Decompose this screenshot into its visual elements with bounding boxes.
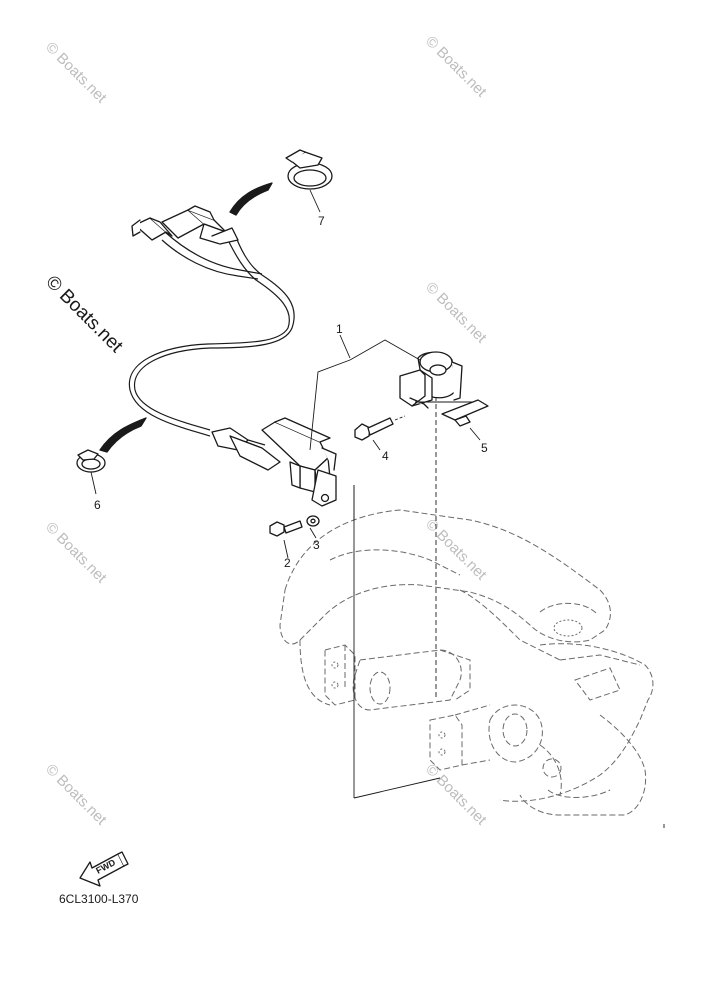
bolt-2 [269,520,303,559]
watermark-2: © Boats.net [422,33,490,101]
clamp-6 [76,449,106,495]
wiring-harness [128,231,295,437]
watermark-6: © Boats.net [42,761,110,829]
bolt-4 [354,415,406,451]
bracket-5 [441,399,489,441]
callout-3: 3 [313,538,320,552]
washer-3 [306,515,320,539]
watermark-1: © Boats.net [42,39,110,107]
watermark-dark: © Boats.net [41,272,127,358]
watermark-5: © Boats.net [422,516,490,584]
trim-sensor-lower [211,417,337,507]
callout-5: 5 [481,441,488,455]
callout-1-leader [309,334,421,451]
watermark-7: © Boats.net [422,761,490,829]
callout-4: 4 [382,449,389,463]
trim-sensor-upper [399,351,480,409]
callout-2: 2 [284,556,291,570]
watermark-3: © Boats.net [422,279,490,347]
watermark-4: © Boats.net [42,519,110,587]
callout-6: 6 [94,498,101,512]
callout-labels: 1 2 3 4 5 6 7 [94,214,488,570]
part1-reference-lines [353,388,441,799]
drawing-code: 6CL3100-L370 [59,892,139,906]
callout-1: 1 [336,322,343,336]
harness-connectors [131,205,239,245]
clamp-arrows [99,182,273,453]
swivel-bracket-ghost [279,509,654,816]
clamp-7 [285,149,333,213]
callout-7: 7 [318,214,325,228]
fwd-arrow-icon: FWD [79,851,129,887]
